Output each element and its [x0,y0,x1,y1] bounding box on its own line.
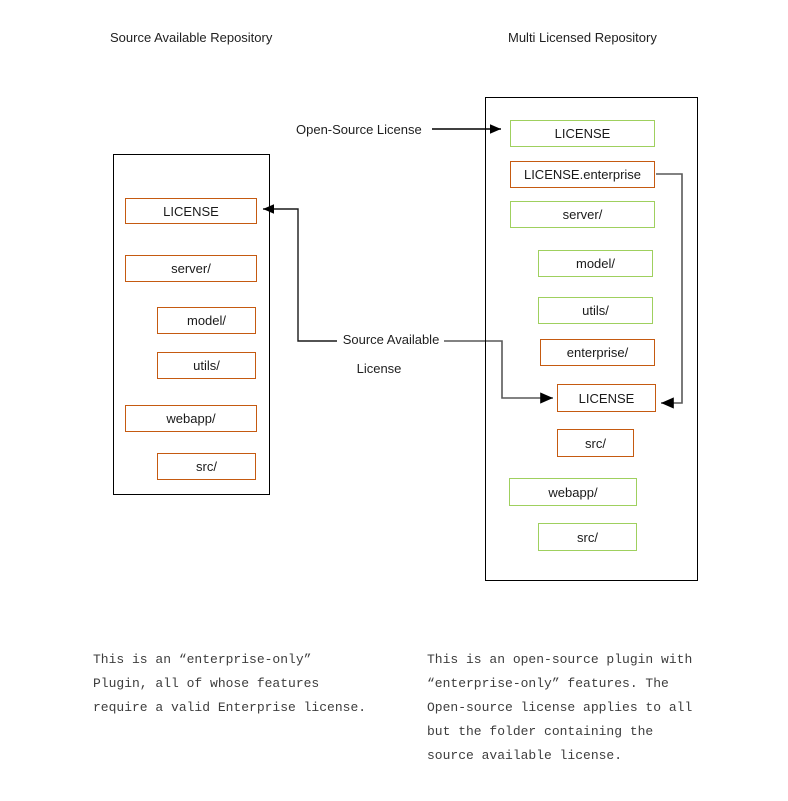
open-source-license-label: Open-Source License [296,122,422,137]
source-available-right-arrow [444,340,553,404]
source-available-license-label-line1: Source Available [342,332,440,347]
right-repo-outline [485,97,698,581]
right-repo-box-license-enterprise: LICENSE.enterprise [510,161,655,188]
right-repo-box-utils: utils/ [538,297,653,324]
right-repo-box-src: src/ [538,523,637,551]
right-repo-title: Multi Licensed Repository [508,30,657,45]
left-repo-box-model: model/ [157,307,256,334]
left-repo-caption: This is an “enterprise-only” Plugin, all… [93,652,367,715]
source-available-license-label-line2: License [356,361,402,376]
right-repo-box-src-enterprise: src/ [557,429,634,457]
source-available-left-arrow [263,204,337,342]
left-repo-title: Source Available Repository [110,30,273,45]
right-repo-box-enterprise: enterprise/ [540,339,655,366]
left-repo-box-server: server/ [125,255,257,282]
right-repo-box-webapp: webapp/ [509,478,637,506]
left-repo-box-license: LICENSE [125,198,257,224]
enterprise-license-loop-arrow [656,173,683,409]
left-repo-outline [113,154,270,495]
left-repo-box-src: src/ [157,453,256,480]
right-repo-box-model: model/ [538,250,653,277]
left-repo-box-webapp: webapp/ [125,405,257,432]
left-repo-box-utils: utils/ [157,352,256,379]
right-repo-box-license: LICENSE [510,120,655,147]
right-repo-box-server: server/ [510,201,655,228]
right-repo-caption: This is an open-source plugin with “ente… [427,652,693,763]
right-repo-box-license-inner: LICENSE [557,384,656,412]
